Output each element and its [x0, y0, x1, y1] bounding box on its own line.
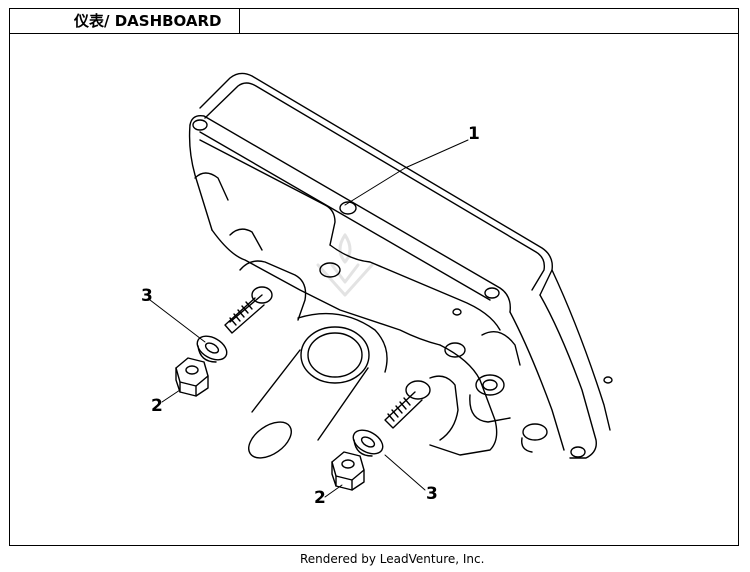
left-hex-nut	[175, 357, 209, 397]
page-title: 仪表/ DASHBOARD	[74, 12, 222, 30]
callout-part-2-right: 2	[314, 488, 326, 508]
diagram-frame	[9, 8, 739, 546]
footer-credit: Rendered by LeadVenture, Inc.	[300, 552, 485, 566]
center-tube	[248, 312, 388, 459]
callout-part-1: 1	[468, 124, 480, 144]
right-hex-nut	[331, 451, 365, 491]
callout-part-3-right: 3	[426, 484, 438, 504]
watermark-logo	[316, 233, 374, 297]
left-washer	[196, 335, 228, 363]
right-stud	[384, 375, 459, 441]
title-rule	[240, 33, 739, 34]
right-washer	[352, 429, 384, 457]
left-mount-bracket	[224, 260, 307, 334]
title-box	[9, 8, 240, 34]
callout-part-3-left: 3	[141, 286, 153, 306]
callout-part-2-left: 2	[151, 396, 163, 416]
leader-lines	[149, 139, 469, 498]
dashboard-housing	[188, 72, 613, 459]
